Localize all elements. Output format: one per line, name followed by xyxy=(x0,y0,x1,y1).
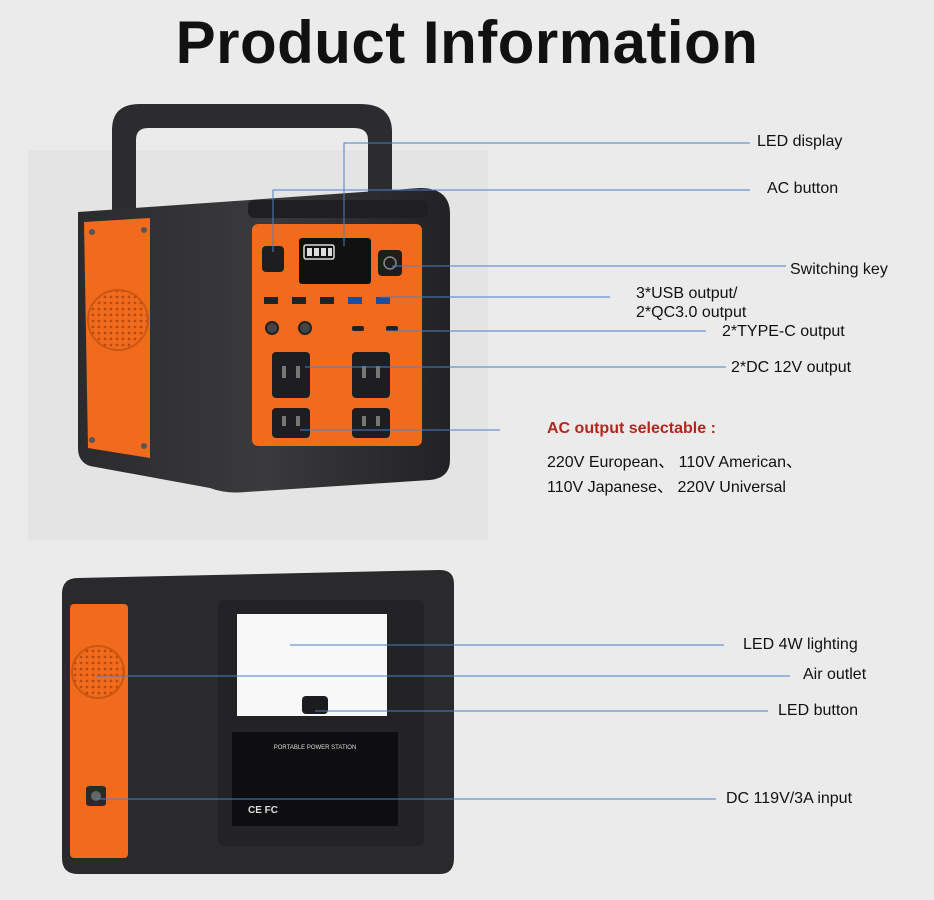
back-unit: PORTABLE POWER STATION CE FC xyxy=(62,570,454,874)
screw-icon xyxy=(141,443,147,449)
rating-label-heading: PORTABLE POWER STATION xyxy=(274,745,357,751)
front-unit xyxy=(28,104,488,540)
carry-handle xyxy=(112,104,392,210)
callout-ac-button: AC button xyxy=(767,180,839,197)
ac-output-line2: 110V Japanese、 220V Universal xyxy=(547,479,786,496)
power-icon xyxy=(383,256,397,270)
side-fan-grille xyxy=(87,289,149,351)
callout-usb-output-line2: 2*QC3.0 output xyxy=(636,304,747,321)
air-outlet-grille xyxy=(71,645,125,699)
type-c-port xyxy=(352,326,364,331)
led-button[interactable] xyxy=(302,696,328,714)
certification-marks: CE FC xyxy=(248,805,278,816)
ac-output-title: AC output selectable : xyxy=(547,420,716,437)
battery-icon xyxy=(303,244,335,260)
callout-lines xyxy=(96,142,790,800)
type-c-port xyxy=(386,326,398,331)
callout-air-outlet: Air outlet xyxy=(803,666,867,683)
callout-line-ac-button xyxy=(272,189,750,252)
ac-button[interactable] xyxy=(262,246,284,272)
ac-output-line1: 220V European、 110V American、 xyxy=(547,454,802,471)
dc-socket xyxy=(265,321,279,335)
top-ridge xyxy=(248,200,428,218)
callout-switching-key: Switching key xyxy=(790,261,888,278)
screw-icon xyxy=(141,227,147,233)
power-switch-button[interactable] xyxy=(378,250,402,276)
callout-dc-input: DC 119V/3A input xyxy=(726,790,853,807)
rating-label xyxy=(232,732,398,826)
page-title: Product Information xyxy=(175,9,759,76)
callout-usb-output-line1: 3*USB output/ xyxy=(636,285,738,302)
usb-ports xyxy=(264,297,390,304)
screw-icon xyxy=(89,437,95,443)
callout-type-c-output: 2*TYPE-C output xyxy=(722,323,845,340)
callout-led-display: LED display xyxy=(757,133,843,150)
screw-icon xyxy=(89,229,95,235)
callout-led-button: LED button xyxy=(778,702,859,719)
back-side-panel xyxy=(70,604,128,858)
callout-line-led-display xyxy=(343,142,750,246)
callout-led-lighting: LED 4W lighting xyxy=(743,636,858,653)
dc-socket xyxy=(298,321,312,335)
callout-dc-output: 2*DC 12V output xyxy=(731,359,852,376)
